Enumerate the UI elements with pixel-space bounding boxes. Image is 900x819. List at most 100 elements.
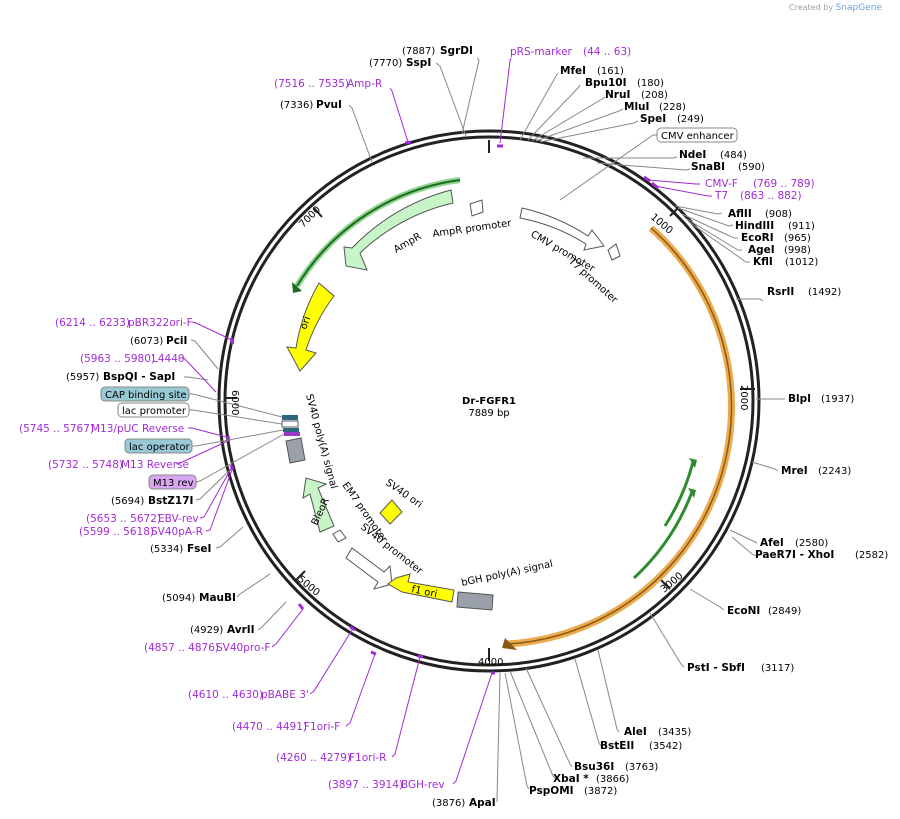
- ampr-outer-arrow-head: [292, 282, 302, 293]
- enzyme-pcii-name: PciI: [166, 335, 187, 347]
- enzyme-afei-name: AfeI: [760, 537, 784, 549]
- primer-f1orif-range: (4470 .. 4491): [232, 721, 307, 733]
- primer-f1orir-range: (4260 .. 4279): [276, 752, 351, 764]
- enzyme-agei-pos: (998): [784, 245, 811, 256]
- primer-bghrev-range: (3897 .. 3914): [328, 779, 403, 791]
- snapgene-logo: SnapGene: [835, 3, 882, 13]
- enzyme-mrei-pos: (2243): [818, 466, 851, 477]
- enzyme-afei-pos: (2580): [795, 538, 828, 549]
- primer-pbabe-name: pBABE 3': [261, 689, 309, 701]
- bgh-label: bGH poly(A) signal: [460, 559, 554, 589]
- enzyme-pspomi-name: PspOMI: [529, 785, 574, 797]
- enzyme-kfli-pos: (1012): [785, 257, 818, 268]
- enzyme-blpi-pos: (1937): [821, 394, 854, 405]
- cmv-promoter-feature: [519, 207, 605, 251]
- ampr-promoter-feature: [469, 199, 484, 217]
- enzyme-spei-pos: (249): [677, 114, 704, 125]
- ori-feature: [286, 282, 335, 372]
- enzyme-ecori-name: EcoRI: [741, 232, 774, 244]
- enzyme-bspqi-name: BspQI - SapI: [103, 371, 175, 383]
- green-arrow-lower: [632, 491, 694, 580]
- enzyme-labels: (7887) SgrDI (7770) SspI (7336) PvuI Mfe…: [66, 45, 888, 809]
- enzyme-bsu36i-name: Bsu36I: [574, 761, 614, 773]
- primer-pbabe-range: (4610 .. 4630): [188, 689, 263, 701]
- sv40-ori-feature: [379, 499, 403, 525]
- enzyme-maubi-name: MauBI: [199, 592, 236, 604]
- enzyme-kfli-name: KflI: [753, 256, 773, 268]
- boxed-labels: CMV enhancer CAP binding site lac promot…: [100, 127, 738, 490]
- cmv-enhancer-label: CMV enhancer: [661, 131, 735, 142]
- enzyme-sspi-pos: (7770): [369, 58, 402, 69]
- enzyme-bsteii-pos: (3542): [649, 741, 682, 752]
- enzyme-econi-name: EcoNI: [727, 605, 760, 617]
- cap-binding-label: CAP binding site: [105, 390, 187, 401]
- sv40-polya-feature: [285, 437, 306, 464]
- enzyme-mrei-name: MreI: [781, 465, 808, 477]
- enzyme-agei-name: AgeI: [748, 244, 775, 256]
- primer-cmvf-name: CMV-F: [705, 178, 738, 190]
- tick-6000: 6000: [229, 390, 240, 415]
- em7-promoter-feature: [332, 529, 347, 543]
- enzyme-pvui-pos: (7336): [280, 100, 313, 111]
- enzyme-avrii-name: AvrII: [227, 624, 255, 636]
- ampr-feature: [343, 189, 454, 271]
- enzyme-ndei-pos: (484): [720, 150, 747, 161]
- primer-ampr-range: (7516 .. 7535): [274, 78, 349, 90]
- enzyme-avrii-pos: (4929): [190, 625, 223, 636]
- plasmid-name: Dr-FGFR1: [462, 396, 516, 407]
- enzyme-psti-name: PstI - SbfI: [687, 662, 745, 674]
- enzyme-sgrdi-pos: (7887): [402, 46, 435, 57]
- enzyme-rsrii-name: RsrII: [767, 286, 794, 298]
- primer-leaders: [175, 57, 712, 785]
- enzyme-leaders: [184, 57, 785, 802]
- enzyme-nrui-name: NruI: [605, 89, 630, 101]
- enzyme-mlui-name: MluI: [624, 101, 649, 113]
- enzyme-bstz17i-pos: (5694): [111, 496, 144, 507]
- enzyme-hindiii-pos: (911): [788, 221, 815, 232]
- enzyme-paer7i-pos: (2582): [855, 550, 888, 561]
- ori-label: ori: [298, 315, 313, 331]
- enzyme-aflii-pos: (908): [765, 209, 792, 220]
- enzyme-bpu10i-name: Bpu10I: [585, 77, 627, 89]
- snapgene-credit: Created by SnapGene: [789, 3, 882, 13]
- insert-highlight: [507, 225, 735, 648]
- enzyme-pspomi-pos: (3872): [584, 786, 617, 797]
- t7-promoter-feature: [607, 243, 621, 261]
- cap-binding-leader: [189, 393, 283, 418]
- f1-ori-feature: [387, 573, 455, 603]
- enzyme-pvui-name: PvuI: [316, 99, 342, 111]
- enzyme-bstz17i-name: BstZ17I: [148, 495, 193, 507]
- green-arrow-upper-head: [689, 458, 697, 468]
- primer-l4440-name: L4440: [152, 353, 185, 365]
- enzyme-xbai-pos: (3866): [596, 774, 629, 785]
- enzyme-apai-name: ApaI: [469, 797, 496, 809]
- lac-operator-mark: [283, 428, 299, 432]
- insert-arrow-head: [502, 638, 517, 650]
- enzyme-fsei-pos: (5334): [150, 544, 183, 555]
- primer-cmvf-range: (769 .. 789): [753, 178, 815, 190]
- tick-2000: 2000: [738, 385, 749, 410]
- primer-sv40pa-name: SV40pA-R: [151, 526, 203, 538]
- m13-rev-mark: [284, 432, 300, 436]
- primer-pbr-range: (6214 .. 6233): [55, 317, 130, 329]
- enzyme-bspqi-pos: (5957): [66, 372, 99, 383]
- primer-t7-range: (863 .. 882): [740, 190, 802, 202]
- enzyme-alei-pos: (3435): [658, 727, 691, 738]
- enzyme-snabi-pos: (590): [738, 162, 765, 173]
- ampr-promoter-label: AmpR promoter: [432, 218, 513, 240]
- enzyme-alei-name: AleI: [624, 726, 647, 738]
- primer-labels: pRS-marker (44 .. 63) (7516 .. 7535) Amp…: [19, 46, 815, 791]
- green-arrow-upper: [663, 461, 695, 527]
- primer-prs-name: pRS-marker: [510, 46, 573, 58]
- enzyme-snabi-name: SnaBI: [691, 161, 725, 173]
- enzyme-aflii-name: AflII: [728, 208, 752, 220]
- tick-4000: 4000: [478, 657, 503, 668]
- enzyme-spei-name: SpeI: [640, 113, 666, 125]
- cmv-enhancer-leader: [559, 134, 657, 201]
- enzyme-bsu36i-pos: (3763): [625, 762, 658, 773]
- primer-ampr-name: Amp-R: [347, 78, 382, 90]
- m13-rev-label: M13 rev: [153, 478, 194, 489]
- enzyme-maubi-pos: (5094): [162, 593, 195, 604]
- primer-ebvrev-name: EBV-rev: [158, 513, 199, 525]
- primer-sv40pro-name: SV40pro-F: [216, 642, 270, 654]
